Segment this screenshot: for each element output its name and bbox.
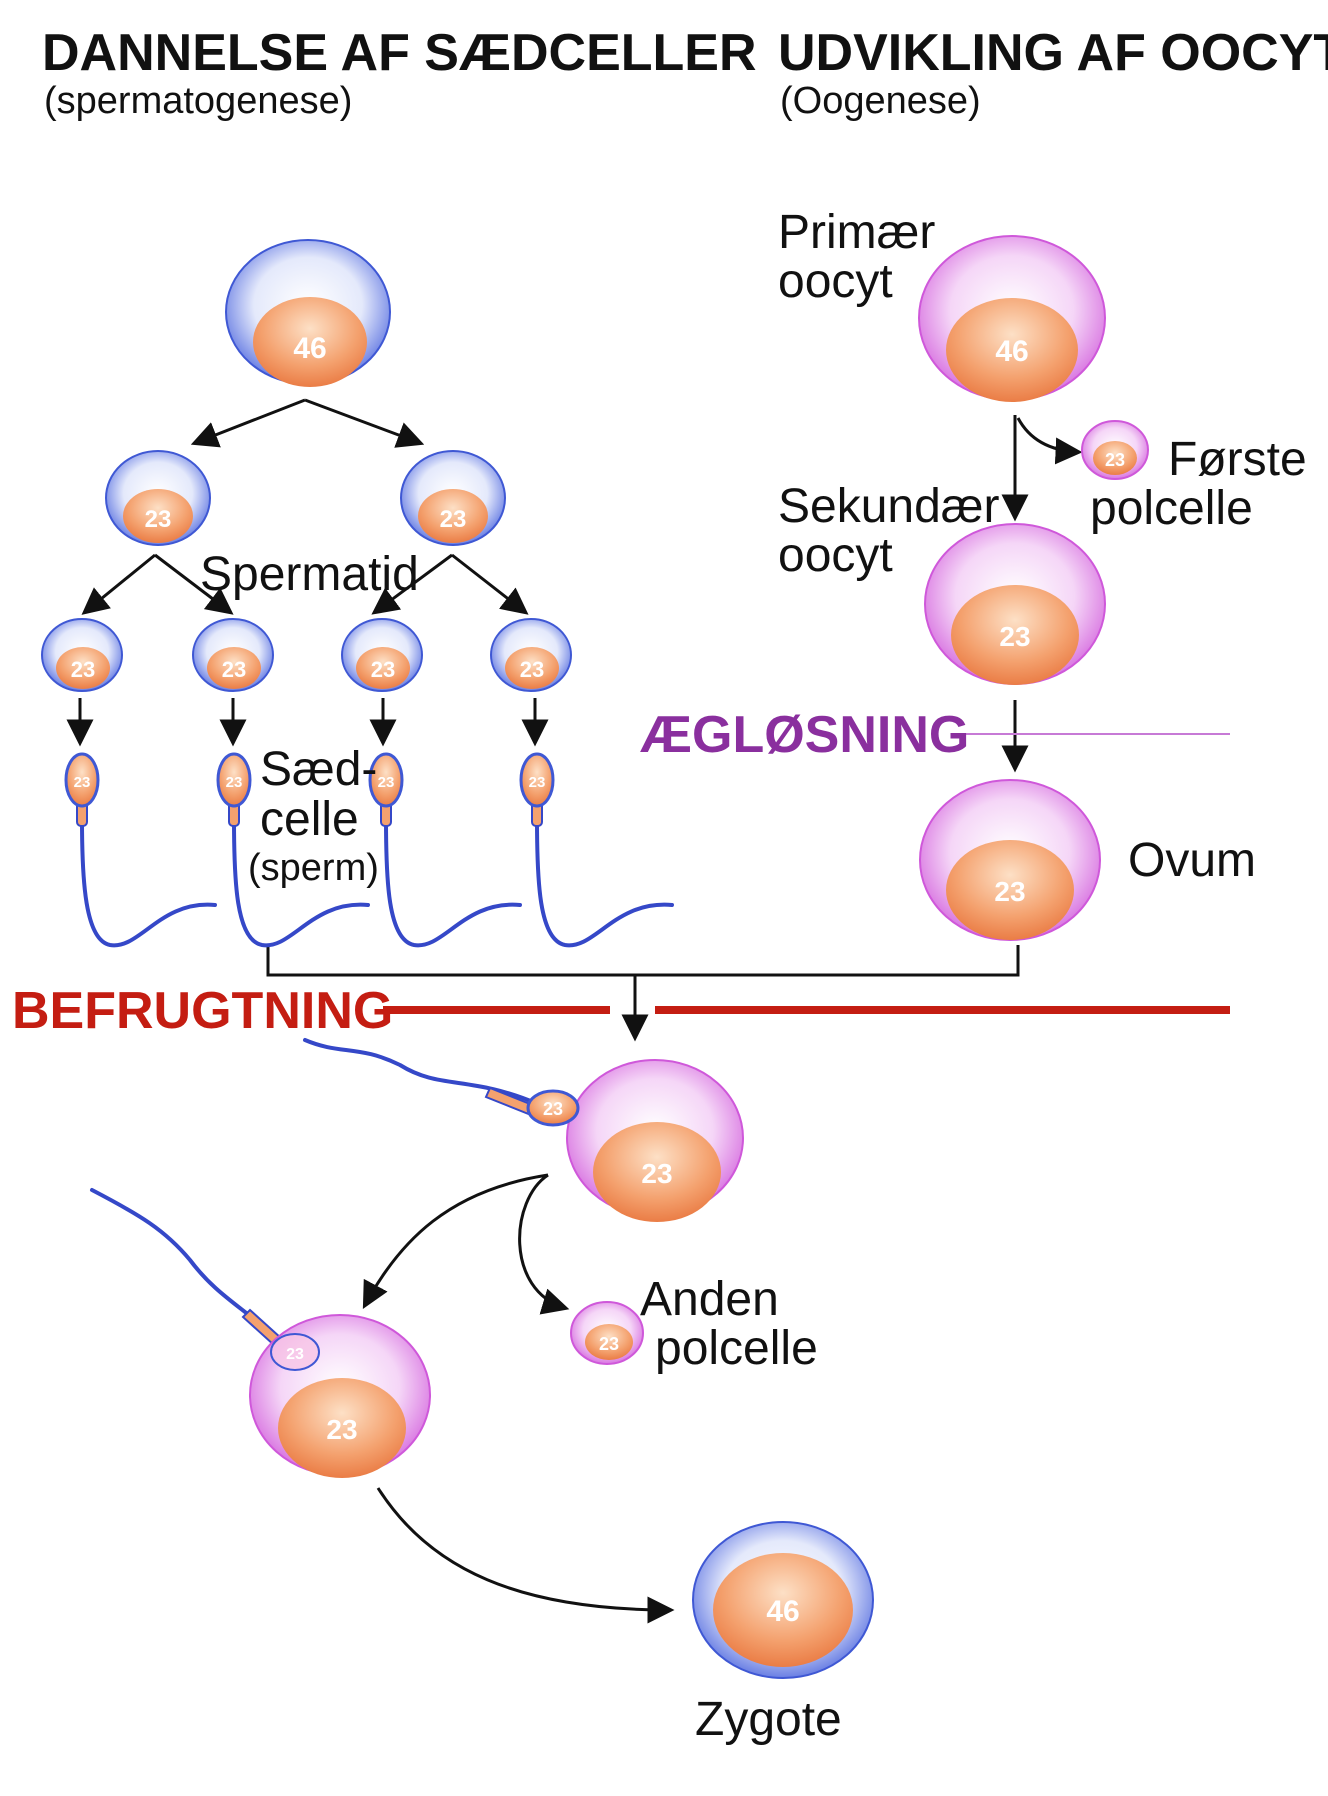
sperm-tails	[80, 818, 674, 1352]
spermatid-3: 23	[341, 618, 423, 692]
primary-oocyte-label-line2: oocyt	[778, 255, 893, 308]
second-polar-body: 23	[570, 1301, 644, 1365]
sperm-head-2: 23	[216, 752, 252, 808]
primary-oocyte-cell: 46	[918, 235, 1106, 402]
chromosome-count: 23	[226, 774, 243, 791]
oogenesis-title: UDVIKLING AF OOCYT	[778, 24, 1328, 82]
arrow-split-left	[190, 398, 306, 448]
sperm-tail-4	[535, 818, 674, 948]
fertilizing-sperm-tail	[303, 1038, 540, 1106]
chromosome-count: 46	[293, 332, 326, 365]
arrow-spermatid-1	[81, 553, 156, 615]
chromosome-count: 23	[1105, 450, 1125, 470]
sperm-head-4: 23	[519, 752, 555, 808]
arrow-spermatid-4	[451, 553, 529, 615]
sperm-head-1: 23	[64, 752, 100, 808]
arrow-spermatid-3	[371, 553, 453, 615]
arrow-spermatid-2	[154, 553, 234, 615]
first-polar-label-line1: Første	[1168, 433, 1307, 486]
sperm-tail-3	[384, 818, 522, 948]
fertilization-label: BEFRUGTNING	[12, 982, 393, 1040]
primary-oocyte-label-line1: Primær	[778, 206, 935, 259]
chromosome-count: 23	[641, 1158, 672, 1189]
secondary-spermatocyte-left: 23	[105, 450, 211, 546]
chromosome-count: 23	[74, 774, 91, 791]
arrow-to-zygote	[376, 1487, 675, 1624]
first-polar-label-line2: polcelle	[1090, 482, 1253, 535]
spermatid-1: 23	[41, 618, 123, 692]
chromosome-count: 23	[520, 657, 544, 682]
arrow-split-right	[304, 398, 425, 448]
chromosome-count: 46	[766, 1595, 799, 1628]
chromosome-count: 46	[995, 335, 1028, 368]
chromosome-count: 23	[71, 657, 95, 682]
fertilized-egg-cell: 23	[566, 1059, 744, 1222]
secondary-oocyte-label-line1: Sekundær	[778, 480, 999, 533]
secondary-spermatocyte-right: 23	[400, 450, 506, 546]
spermatid-label: Spermatid	[200, 548, 419, 601]
chromosome-count: 23	[222, 657, 246, 682]
chromosome-count: 23	[543, 1099, 563, 1119]
arrow-to-second-polar	[518, 1173, 570, 1315]
first-polar-body: 23	[1081, 420, 1149, 480]
spermatid-4: 23	[490, 618, 572, 692]
oogenesis-subtitle: (Oogenese)	[780, 80, 981, 122]
chromosome-count: 23	[326, 1414, 357, 1445]
spermatogenesis-subtitle: (spermatogenese)	[44, 80, 352, 122]
ovum-cell: 23	[919, 779, 1101, 941]
spermatid-2: 23	[192, 618, 274, 692]
chromosome-count: 23	[371, 657, 395, 682]
ovulation-label: ÆGLØSNING	[640, 706, 969, 764]
chromosome-count: 23	[145, 506, 172, 533]
zygote-label: Zygote	[695, 1693, 842, 1746]
secondary-oocyte-label-line2: oocyt	[778, 529, 893, 582]
sperm-label-line1: Sæd-	[260, 743, 377, 796]
fertilizing-sperm-head: 23	[526, 1089, 580, 1127]
chromosome-count: 23	[378, 774, 395, 791]
chromosome-count: 23	[599, 1334, 619, 1354]
second-polar-label-line1: Anden	[640, 1273, 779, 1326]
fertilization-connector	[266, 945, 1020, 977]
chromosome-count: 23	[440, 506, 467, 533]
sperm-tail-1	[80, 818, 217, 948]
spermatogenesis-title: DANNELSE AF SÆDCELLER	[42, 24, 757, 82]
sperm-label-line2: celle	[260, 793, 359, 846]
ovum-label: Ovum	[1128, 834, 1256, 887]
chromosome-count: 23	[529, 774, 546, 791]
chromosome-count: 23	[994, 876, 1025, 907]
arrow-to-egg-after	[362, 1173, 549, 1309]
sperm-tail-2	[232, 818, 370, 948]
chromosome-count: 23	[286, 1346, 304, 1363]
secondary-oocyte-cell: 23	[924, 523, 1106, 685]
entering-sperm-head: 23	[270, 1333, 320, 1371]
arrow-to-first-polar	[1016, 417, 1083, 465]
spermatogonium-cell: 46	[225, 239, 391, 387]
sperm-head-3: 23	[368, 752, 404, 808]
zygote-cell: 46	[692, 1521, 874, 1679]
sperm-label-line3: (sperm)	[248, 847, 379, 889]
second-polar-label-line2: polcelle	[655, 1322, 818, 1375]
chromosome-count: 23	[999, 621, 1030, 652]
